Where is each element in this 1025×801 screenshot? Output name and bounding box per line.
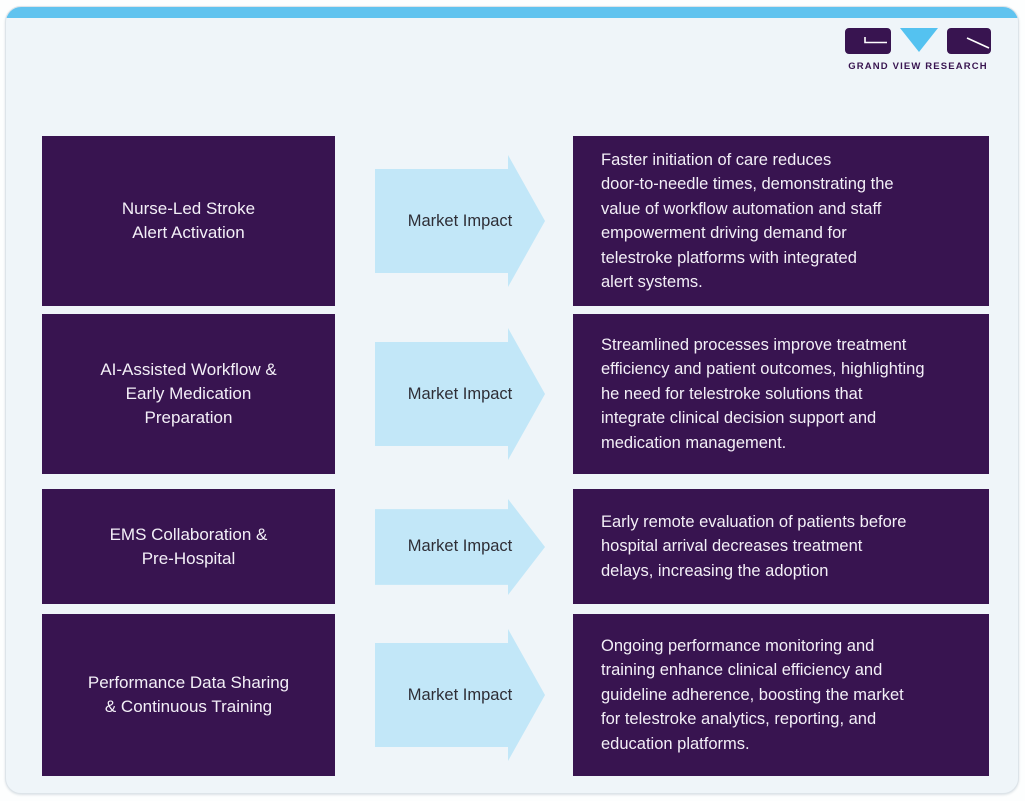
gvr-logo-icons xyxy=(845,28,991,54)
right-arrow-icon xyxy=(375,155,545,287)
impact-box: Streamlined processes improve treatment … xyxy=(573,314,989,474)
impact-row-ai-assisted-workflow: AI-Assisted Workflow & Early Medication … xyxy=(42,314,989,474)
impact-row-ems-collaboration: EMS Collaboration & Pre-Hospital Market … xyxy=(42,489,989,604)
arrow-label: Market Impact xyxy=(407,211,513,230)
market-impact-arrow: Market Impact xyxy=(375,629,545,761)
top-accent-bar xyxy=(6,7,1018,18)
right-arrow-icon xyxy=(375,629,545,761)
market-impact-arrow: Market Impact xyxy=(375,498,545,595)
impact-text: Streamlined processes improve treatment … xyxy=(601,335,925,452)
impact-row-nurse-led-stroke-alert: Nurse-Led Stroke Alert Activation Market… xyxy=(42,136,989,306)
topic-label: Performance Data Sharing & Continuous Tr… xyxy=(87,673,290,716)
topic-box: Performance Data Sharing & Continuous Tr… xyxy=(42,614,335,776)
logo-v-icon xyxy=(900,28,938,52)
topic-label: Nurse-Led Stroke Alert Activation xyxy=(121,199,256,242)
market-impact-arrow: Market Impact xyxy=(375,155,545,287)
logo-g-icon xyxy=(845,28,891,54)
impact-text: Ongoing performance monitoring and train… xyxy=(601,636,904,753)
arrow-label: Market Impact xyxy=(407,537,513,555)
impact-text: Early remote evaluation of patients befo… xyxy=(601,512,907,580)
gvr-logo: GRAND VIEW RESEARCH xyxy=(845,28,991,72)
logo-r-icon xyxy=(947,28,991,54)
right-arrow-icon xyxy=(375,328,545,460)
impact-box: Faster initiation of care reduces door-t… xyxy=(573,136,989,306)
impact-box: Early remote evaluation of patients befo… xyxy=(573,489,989,604)
impact-text: Faster initiation of care reduces door-t… xyxy=(601,150,894,292)
arrow-label: Market Impact xyxy=(407,685,513,704)
infographic-card: GRAND VIEW RESEARCH Nurse-Led Stroke Ale… xyxy=(5,6,1019,794)
market-impact-arrow: Market Impact xyxy=(375,328,545,460)
topic-box: Nurse-Led Stroke Alert Activation xyxy=(42,136,335,306)
topic-label: EMS Collaboration & Pre-Hospital xyxy=(109,524,268,568)
brand-name: GRAND VIEW RESEARCH xyxy=(848,61,988,72)
impact-box: Ongoing performance monitoring and train… xyxy=(573,614,989,776)
right-arrow-icon xyxy=(375,498,545,595)
arrow-label: Market Impact xyxy=(407,384,513,403)
topic-box: EMS Collaboration & Pre-Hospital xyxy=(42,489,335,604)
impact-rows: Nurse-Led Stroke Alert Activation Market… xyxy=(42,136,989,776)
topic-label: AI-Assisted Workflow & Early Medication … xyxy=(100,360,277,427)
topic-box: AI-Assisted Workflow & Early Medication … xyxy=(42,314,335,474)
impact-row-performance-data-sharing: Performance Data Sharing & Continuous Tr… xyxy=(42,614,989,776)
